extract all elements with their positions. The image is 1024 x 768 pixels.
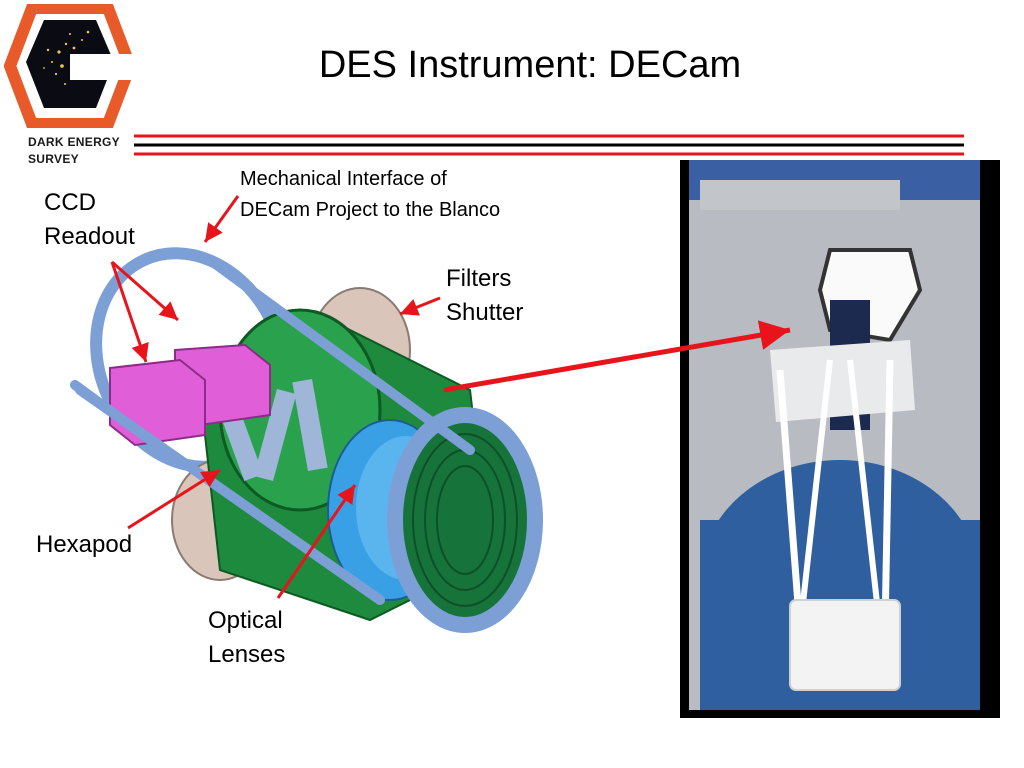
label-filters-shutter: Filters Shutter [446,262,523,330]
des-logo-icon [4,4,134,128]
brand-line-1: DARK ENERGY [28,135,120,149]
label-mech-line-2: DECam Project to the Blanco [240,199,501,221]
label-ccd-line-1: CCD [44,189,96,216]
telescope-photo-graphic [685,160,1000,718]
brand-wordmark: DARK ENERGY SURVEY [28,134,120,168]
label-mech-line-1: Mechanical Interface of [240,168,447,190]
label-ccd-line-2: Readout [44,223,135,250]
brand-line-2: SURVEY [28,152,79,166]
label-shutter: Shutter [446,299,524,326]
label-lenses: Lenses [208,641,286,668]
label-hexapod: Hexapod [36,531,133,558]
label-optical-lenses: Optical Lenses [208,604,285,672]
label-mechanical-interface: Mechanical Interface of DECam Project to… [240,164,500,226]
page-title: DES Instrument: DECam [318,44,742,86]
decam-diagram [70,247,543,633]
header-rules [134,134,964,156]
label-ccd-readout: CCD Readout [44,186,135,254]
label-optical: Optical [208,607,283,634]
label-filters: Filters [446,265,512,292]
blanco-telescope-photo [680,160,1000,718]
